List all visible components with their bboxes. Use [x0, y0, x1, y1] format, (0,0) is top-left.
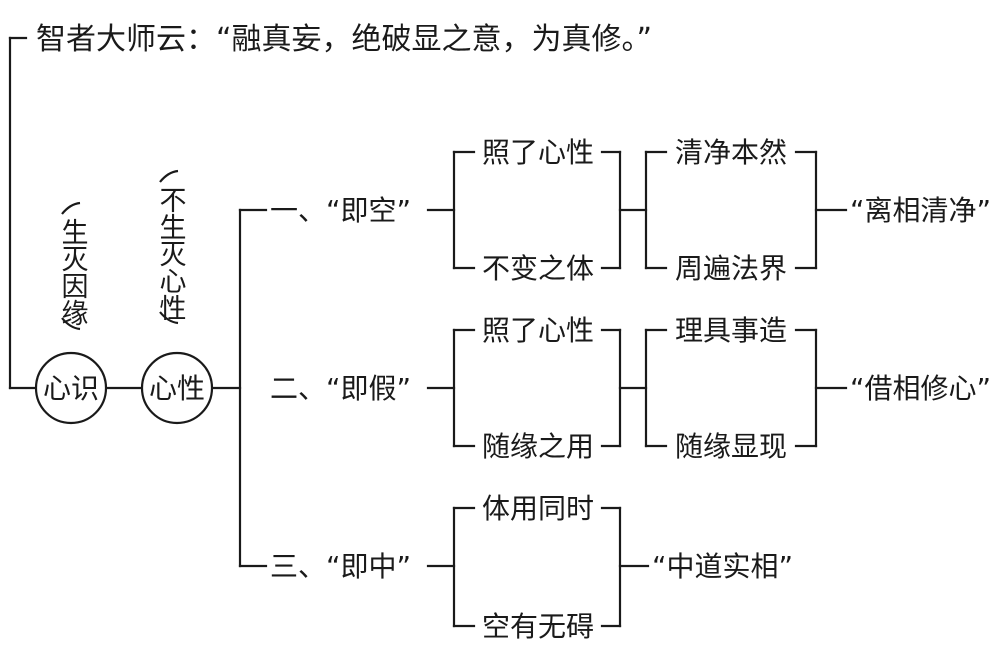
branch-1-mid-bottom: 周遍法界 — [675, 252, 787, 285]
node-xinshi: 心识 — [43, 372, 99, 405]
busheng-paren-top — [159, 169, 179, 183]
branch-1-mid-top: 清净本然 — [675, 136, 787, 169]
branch-3-sub-bottom: 空有无碍 — [482, 610, 594, 643]
branch-3-prefix: 三、 — [270, 550, 326, 583]
branch-1-sub-top: 照了心性 — [482, 136, 594, 169]
xinxing-circle — [140, 351, 214, 425]
branch-2-sub-top: 照了心性 — [482, 314, 594, 347]
busheng-paren-bottom — [159, 311, 179, 325]
branch-3-result: “中道实相” — [652, 550, 793, 583]
branch-2-sub-bottom: 随缘之用 — [482, 430, 594, 463]
branch-3-term: “即中” — [326, 550, 411, 583]
branch-1-term: “即空” — [326, 194, 411, 227]
branch-2-mid-bottom: 随缘显现 — [675, 430, 787, 463]
note-busheng: 不生灭心性 — [155, 186, 187, 321]
branch-2-term: “即假” — [326, 372, 411, 405]
branch-2-prefix: 二、 — [270, 372, 326, 405]
node-xinxing: 心性 — [149, 372, 205, 405]
branch-1-prefix: 一、 — [270, 194, 326, 227]
connector-lines — [8, 36, 848, 628]
branch-2-mid-top: 理具事造 — [675, 314, 787, 347]
xinshi-circle — [34, 351, 108, 425]
header-quote: 智者大师云：“融真妄，绝破显之意，为真修。” — [36, 22, 652, 57]
branch-1-sub-bottom: 不变之体 — [482, 252, 594, 285]
shengmie-paren-bottom — [61, 317, 81, 331]
branch-2-result: “借相修心” — [850, 372, 991, 405]
note-shengmie: 生灭因缘 — [57, 218, 89, 326]
shengmie-paren-top — [61, 201, 81, 215]
branch-1-result: “离相清净” — [850, 194, 991, 227]
branch-3-sub-top: 体用同时 — [482, 492, 594, 525]
